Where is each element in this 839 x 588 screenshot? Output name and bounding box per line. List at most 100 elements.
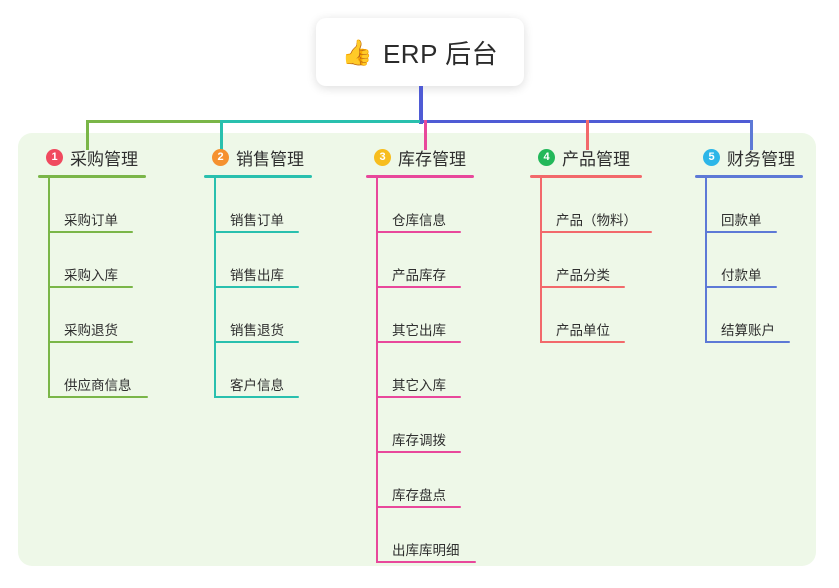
- leaf-item[interactable]: 销售退货: [214, 288, 312, 343]
- leaf-item-label: 其它入库: [392, 378, 446, 393]
- branch-column-3: 3 库存管理仓库信息产品库存其它出库其它入库库存调拨库存盘点出库库明细: [366, 145, 476, 563]
- leaf-spine-5: [705, 178, 707, 343]
- leaf-item[interactable]: 采购订单: [48, 178, 146, 233]
- leaf-item-label: 库存盘点: [392, 488, 446, 503]
- leaf-item[interactable]: 付款单: [705, 233, 803, 288]
- branch-column-5: 5 财务管理回款单付款单结算账户: [695, 145, 803, 343]
- root-node-title: ERP 后台: [382, 38, 499, 69]
- branch-badge-1: 1: [46, 148, 63, 166]
- leaf-item-rule: [705, 231, 777, 233]
- branch-underline-2: [204, 175, 312, 178]
- branch-badge-2: 2: [212, 148, 229, 166]
- leaf-item-label: 采购订单: [64, 213, 118, 228]
- leaf-item-rule: [376, 396, 461, 398]
- leaf-item[interactable]: 其它出库: [376, 288, 474, 343]
- leaf-item-rule: [214, 286, 299, 288]
- leaf-list-3: 仓库信息产品库存其它出库其它入库库存调拨库存盘点出库库明细: [366, 178, 476, 563]
- branch-header-4[interactable]: 4 产品管理: [530, 145, 642, 169]
- leaf-item-rule: [376, 231, 461, 233]
- leaf-item[interactable]: 销售出库: [214, 233, 312, 288]
- segment-teal: [220, 120, 420, 123]
- leaf-item-rule: [376, 341, 461, 343]
- leaf-item[interactable]: 产品分类: [540, 233, 642, 288]
- leaf-list-5: 回款单付款单结算账户: [695, 178, 803, 343]
- leaf-item[interactable]: 库存盘点: [376, 453, 474, 508]
- branch-badge-4: 4: [538, 148, 555, 166]
- branch-badge-5: 5: [703, 148, 720, 166]
- leaf-item[interactable]: 结算账户: [705, 288, 803, 343]
- leaf-item-rule: [376, 451, 461, 453]
- leaf-item-rule: [48, 341, 133, 343]
- leaf-item[interactable]: 库存调拨: [376, 398, 474, 453]
- leaf-spine-3: [376, 178, 378, 563]
- leaf-item-label: 产品库存: [392, 268, 446, 283]
- leaf-item-rule: [376, 561, 476, 563]
- leaf-item[interactable]: 其它入库: [376, 343, 474, 398]
- branch-badge-3: 3: [374, 148, 391, 166]
- leaf-item-label: 结算账户: [721, 323, 775, 338]
- leaf-item-label: 产品（物料）: [556, 213, 637, 228]
- leaf-item-label: 采购入库: [64, 268, 118, 283]
- leaf-item-label: 销售订单: [230, 213, 284, 228]
- leaf-item-label: 其它出库: [392, 323, 446, 338]
- leaf-item-rule: [214, 396, 299, 398]
- drop-finance: [750, 120, 753, 150]
- branch-underline-5: [695, 175, 803, 178]
- drop-inventory: [424, 120, 427, 150]
- leaf-item-label: 客户信息: [230, 378, 284, 393]
- leaf-item[interactable]: 销售订单: [214, 178, 312, 233]
- leaf-item[interactable]: 采购入库: [48, 233, 146, 288]
- leaf-item-rule: [48, 396, 148, 398]
- root-node[interactable]: 👍 ERP 后台: [316, 18, 524, 86]
- leaf-item-label: 供应商信息: [64, 378, 132, 393]
- leaf-item-rule: [705, 286, 777, 288]
- leaf-item-label: 采购退货: [64, 323, 118, 338]
- leaf-item[interactable]: 出库库明细: [376, 508, 476, 563]
- leaf-item[interactable]: 客户信息: [214, 343, 312, 398]
- leaf-item[interactable]: 供应商信息: [48, 343, 148, 398]
- leaf-item-rule: [540, 286, 625, 288]
- leaf-list-2: 销售订单销售出库销售退货客户信息: [204, 178, 312, 398]
- leaf-item[interactable]: 产品库存: [376, 233, 474, 288]
- leaf-item-label: 产品单位: [556, 323, 610, 338]
- branch-underline-1: [38, 175, 146, 178]
- branch-panel-background: [18, 133, 816, 566]
- leaf-list-1: 采购订单采购入库采购退货供应商信息: [38, 178, 148, 398]
- leaf-item-rule: [540, 341, 625, 343]
- branch-title-5: 财务管理: [727, 149, 795, 169]
- leaf-item-rule: [376, 286, 461, 288]
- leaf-spine-1: [48, 178, 50, 398]
- segment-green: [86, 120, 220, 123]
- branch-header-5[interactable]: 5 财务管理: [695, 145, 803, 169]
- leaf-item-rule: [376, 506, 461, 508]
- leaf-item-label: 出库库明细: [392, 543, 460, 558]
- branch-underline-3: [366, 175, 474, 178]
- leaf-item[interactable]: 回款单: [705, 178, 803, 233]
- branch-underline-4: [530, 175, 642, 178]
- leaf-item-rule: [214, 341, 299, 343]
- leaf-item[interactable]: 采购退货: [48, 288, 146, 343]
- leaf-list-4: 产品（物料） 产品分类产品单位: [530, 178, 652, 343]
- leaf-item-label: 付款单: [721, 268, 762, 283]
- leaf-item-label: 销售退货: [230, 323, 284, 338]
- leaf-item-rule: [540, 231, 652, 233]
- drop-product: [586, 120, 589, 150]
- branch-title-3: 库存管理: [398, 149, 466, 169]
- leaf-item[interactable]: 仓库信息: [376, 178, 474, 233]
- branch-title-4: 产品管理: [562, 149, 630, 169]
- leaf-item-rule: [705, 341, 790, 343]
- thumbs-up-icon: 👍: [341, 38, 373, 67]
- leaf-item[interactable]: 产品（物料）: [540, 178, 652, 233]
- leaf-spine-2: [214, 178, 216, 398]
- leaf-item-label: 产品分类: [556, 268, 610, 283]
- drop-purchase: [86, 120, 89, 150]
- leaf-item-label: 仓库信息: [392, 213, 446, 228]
- leaf-item[interactable]: 产品单位: [540, 288, 642, 343]
- root-trunk-connector: [419, 86, 423, 124]
- branch-header-3[interactable]: 3 库存管理: [366, 145, 474, 169]
